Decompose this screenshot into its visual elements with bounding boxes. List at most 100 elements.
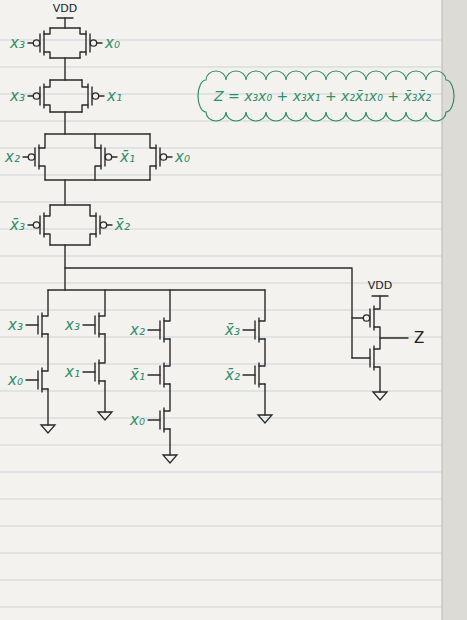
drain-lead [99,333,105,334]
channel [95,213,96,237]
gate-lead [148,419,160,420]
signal-label: x₁ [107,86,122,106]
channel [163,318,164,342]
ruled-lines [0,40,442,607]
ground-symbol [98,412,112,420]
drain-lead [44,234,50,245]
source-lead [42,334,48,371]
output-wire [380,337,408,338]
gate-lead [352,317,363,318]
source-lead [374,296,380,309]
rail [50,79,82,80]
ruled-line [0,337,442,338]
gate-lead [26,324,38,325]
channel [100,145,101,169]
ruled-line [0,148,442,149]
channel [43,213,44,237]
signal-label: x₃ [10,86,25,106]
channel [98,360,99,384]
next-page-edge [442,0,467,620]
source-lead [44,80,50,87]
ruled-line [0,553,442,554]
source-lead [374,367,380,392]
signal-label: x₀ [105,33,120,53]
source-lead [99,334,105,363]
equation-note: Z = x₃x₀ + x₃x₁ + x₂x̄₁x₀ + x̄₃x̄₂ [214,86,431,106]
drain-lead [39,166,45,180]
channel [43,84,44,108]
source-lead [164,339,170,366]
source-lead [80,28,86,34]
channel [85,31,86,55]
source-lead [99,290,105,316]
inversion-bubble [28,154,34,160]
gate-lead [83,324,95,325]
source-lead [42,290,48,316]
signal-label: x₃ [10,33,25,53]
gate-lead [167,156,172,157]
signal-label: x₀ [8,370,23,390]
gate-lead [148,374,160,375]
drain-lead [90,234,96,245]
wire [64,180,65,205]
channel [373,306,374,330]
drain-lead [164,428,170,429]
rail [50,111,82,112]
source-lead [82,80,88,87]
channel [373,346,374,370]
ruled-line [0,445,442,446]
inversion-bubble [363,315,369,321]
ground-symbol [258,415,272,423]
drain-lead [44,52,50,58]
signal-label: x₀ [130,410,145,430]
source-lead [259,339,265,366]
channel [43,31,44,55]
drain-lead [259,383,265,384]
source-lead [164,290,170,321]
ruled-line [0,256,442,257]
inversion-bubble [33,40,39,46]
ruled-line [0,202,442,203]
drain-lead [150,166,156,180]
source-lead [44,28,50,34]
channel [41,313,42,337]
gate-lead [243,374,255,375]
drain-lead [80,52,86,58]
gate-lead [148,329,160,330]
gate-lead [26,379,38,380]
drain-lead [164,338,170,339]
signal-label: x̄₁ [130,365,145,385]
signal-label: x̄₂ [115,215,130,235]
signal-label: x₂ [5,147,20,167]
gate-lead [83,371,95,372]
wire [47,389,48,425]
signal-label: x̄₃ [225,320,240,340]
channel [38,145,39,169]
thought-cloud [198,71,454,121]
signal-label: x₀ [175,147,190,167]
inversion-bubble [33,222,39,228]
inversion-bubble [90,40,96,46]
wire [104,381,105,412]
ground-symbol [373,392,387,400]
wire [64,112,65,134]
ruled-line [0,418,442,419]
wire [64,18,65,28]
supply-label: VDD [368,276,392,296]
ruled-line [0,40,442,41]
drain-lead [164,383,170,384]
inversion-bubble [105,154,111,160]
gate-lead [28,224,33,225]
gate-lead [23,156,28,157]
channel [98,313,99,337]
gate-lead [243,329,255,330]
gate-lead [352,357,370,358]
channel [258,363,259,387]
ruled-line [0,499,442,500]
output-node [65,268,352,358]
source-lead [150,134,156,148]
signal-label: x̄₃ [10,215,25,235]
source-lead [90,205,96,216]
inversion-bubble [92,93,98,99]
